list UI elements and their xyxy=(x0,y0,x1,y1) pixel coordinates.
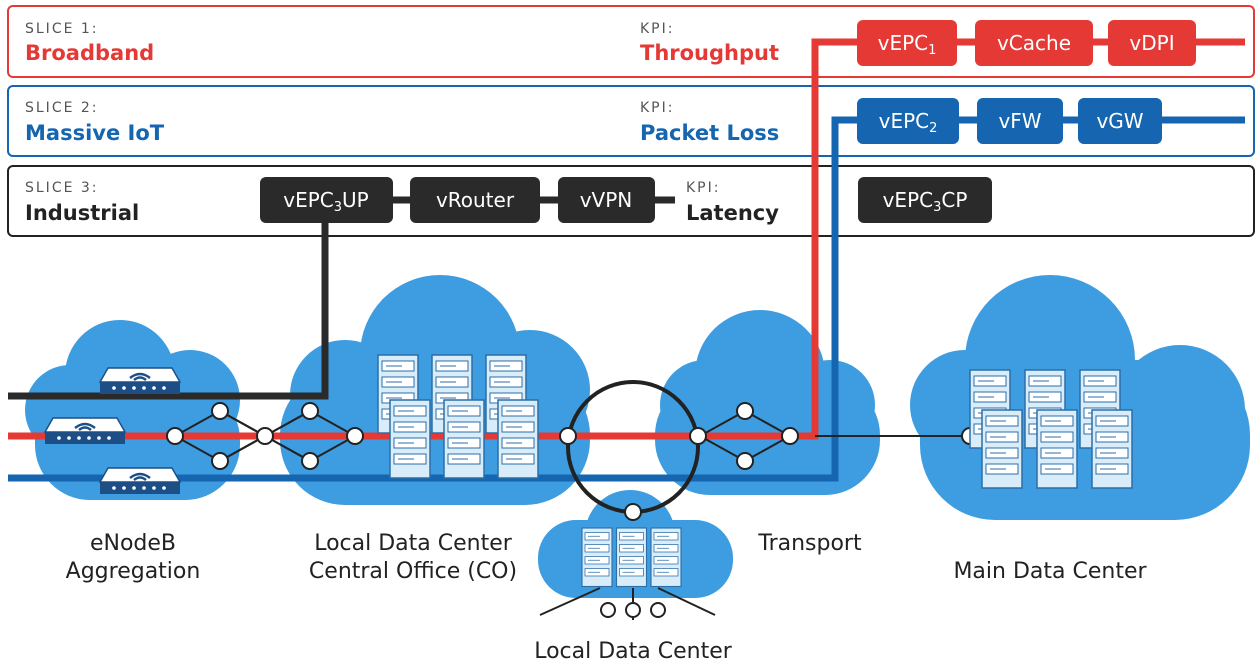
slice-1-label: SLICE 1: xyxy=(25,21,99,37)
svg-text:vGW: vGW xyxy=(1096,109,1143,133)
function-vvpn: vVPN xyxy=(558,177,655,223)
svg-text:vEPC3UP: vEPC3UP xyxy=(283,188,368,215)
router-icon xyxy=(98,366,182,396)
cloud-transport xyxy=(655,310,880,495)
server-rack-icon xyxy=(581,527,682,588)
function-vrouter: vRouter xyxy=(410,177,540,223)
slice-3-kpi-label: KPI: xyxy=(686,180,720,196)
function-vdpi: vDPI xyxy=(1108,20,1196,66)
function-vgw: vGW xyxy=(1078,98,1162,144)
svg-text:vRouter: vRouter xyxy=(436,188,515,212)
label-transport: Transport xyxy=(757,531,862,556)
svg-text:vDPI: vDPI xyxy=(1129,31,1174,55)
slice-1-name: Broadband xyxy=(25,41,154,65)
svg-text:vEPC1: vEPC1 xyxy=(878,31,937,58)
function-vfw: vFW xyxy=(977,98,1063,144)
slice-3-label: SLICE 3: xyxy=(25,180,99,196)
svg-text:vEPC3CP: vEPC3CP xyxy=(883,188,968,215)
label-local-co-line2: Central Office (CO) xyxy=(309,559,517,584)
router-icon xyxy=(98,466,182,496)
svg-text:vCache: vCache xyxy=(997,31,1071,55)
svg-text:vFW: vFW xyxy=(998,109,1041,133)
server-rack-icon xyxy=(969,369,1133,489)
function-vepc1: vEPC1 xyxy=(857,20,957,66)
slice-2-kpi-value: Packet Loss xyxy=(640,121,779,145)
function-vcache: vCache xyxy=(975,20,1093,66)
slice-2-kpi-label: KPI: xyxy=(640,100,674,116)
slice-3-kpi-value: Latency xyxy=(686,201,779,225)
slice-2-label: SLICE 2: xyxy=(25,100,99,116)
label-local-co-line1: Local Data Center xyxy=(314,531,513,556)
function-vepc2: vEPC2 xyxy=(857,98,959,144)
server-rack-icon xyxy=(377,354,539,479)
label-local-dc: Local Data Center xyxy=(534,639,733,664)
function-vepc3cp: vEPC3CP xyxy=(858,177,992,223)
label-main-dc: Main Data Center xyxy=(953,559,1147,584)
slice-1-kpi-value: Throughput xyxy=(640,41,779,65)
slice-3-path xyxy=(8,200,329,400)
label-enodeb-line1: eNodeB xyxy=(90,531,176,556)
svg-text:vEPC2: vEPC2 xyxy=(879,109,938,136)
label-enodeb-line2: Aggregation xyxy=(66,559,201,584)
function-vepc3up: vEPC3UP xyxy=(260,177,393,223)
slice-3-name: Industrial xyxy=(25,201,139,225)
svg-text:vVPN: vVPN xyxy=(580,188,633,212)
router-icon xyxy=(43,416,127,446)
slice-1-kpi-label: KPI: xyxy=(640,21,674,37)
slice-2-name: Massive IoT xyxy=(25,121,165,145)
